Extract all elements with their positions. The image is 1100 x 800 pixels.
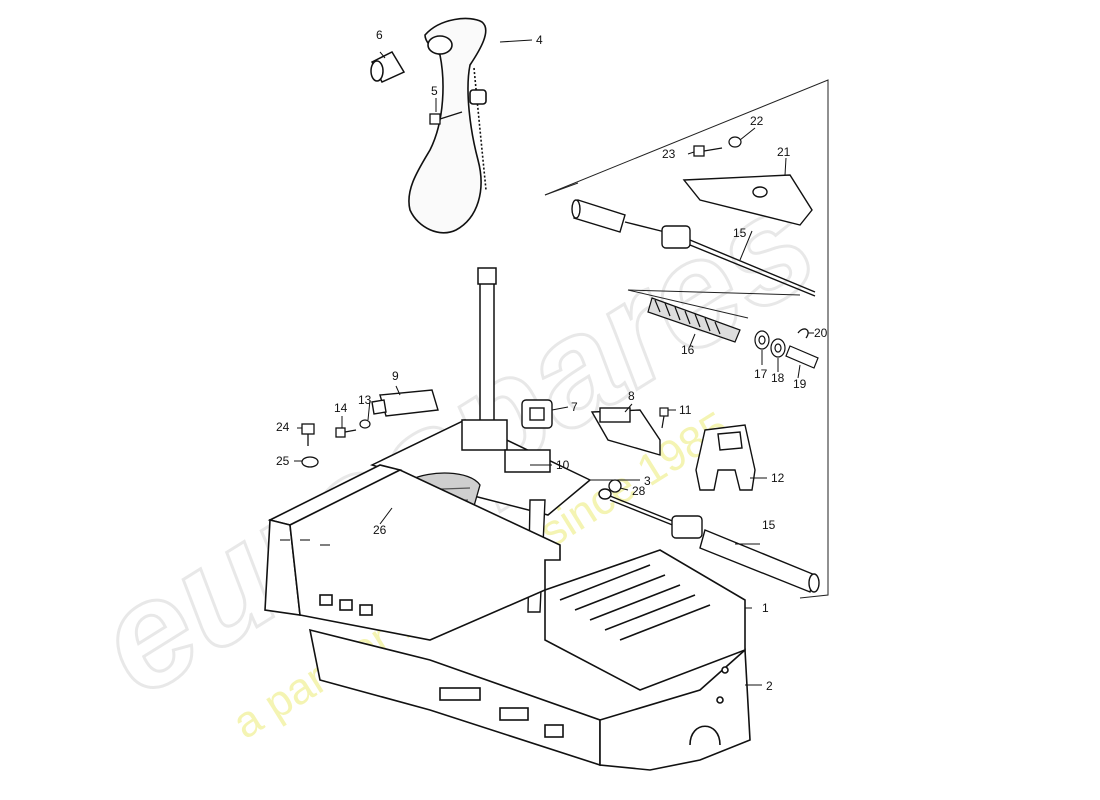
knob-cap: [370, 51, 406, 83]
bolt-24: [301, 423, 315, 446]
part-label-16: 16: [681, 343, 695, 357]
cable-bracket: [682, 174, 813, 226]
screw-23: [693, 145, 723, 157]
part-label-19: 19: [793, 377, 807, 391]
part-label-4: 4: [536, 33, 543, 47]
part-label-11: 11: [679, 403, 692, 417]
console-support: [308, 628, 751, 771]
shift-cable-lower: [598, 488, 820, 593]
bellows-spring: [647, 297, 741, 343]
part-label-20: 20: [814, 326, 828, 340]
clip-20: [797, 328, 809, 339]
part-label-17: 17: [754, 367, 768, 381]
washer-17: [754, 330, 770, 350]
part-label-22: 22: [750, 114, 764, 128]
part-label-12: 12: [771, 471, 785, 485]
part-label-21: 21: [777, 145, 791, 159]
washer-22: [728, 136, 742, 148]
nut-18: [770, 338, 786, 358]
part-label-1: 1: [762, 601, 769, 615]
washer-25: [301, 456, 319, 468]
leader-lines: [294, 39, 814, 686]
washer-28: [608, 479, 622, 493]
switch-8: [590, 407, 661, 456]
switch-7: [521, 399, 553, 429]
part-label-10: 10: [556, 458, 570, 472]
screw-11: [659, 407, 669, 429]
cover-plate-9: [371, 389, 439, 417]
part-label-8: 8: [628, 389, 635, 403]
center-console: [264, 464, 746, 691]
part-label-28: 28: [632, 484, 646, 498]
pin-19: [785, 345, 819, 369]
part-label-15a: 15: [733, 226, 747, 240]
part-label-7: 7: [571, 400, 578, 414]
shift-cable-upper: [571, 199, 816, 297]
gate-bracket-12: [695, 424, 756, 491]
shift-lever: [477, 267, 497, 434]
part-label-23: 23: [662, 147, 676, 161]
part-label-15b: 15: [762, 518, 776, 532]
part-label-3: 3: [644, 474, 651, 488]
washer-13: [359, 419, 371, 429]
part-label-2: 2: [766, 679, 773, 693]
part-label-26: 26: [373, 523, 387, 537]
part-label-6: 6: [376, 28, 383, 42]
part-label-18: 18: [771, 371, 785, 385]
part-label-14: 14: [334, 401, 348, 415]
screw-5: [429, 111, 463, 125]
part-label-25: 25: [276, 454, 290, 468]
part-label-24: 24: [276, 420, 290, 434]
part-label-13: 13: [358, 393, 372, 407]
assembly-frame: [544, 79, 829, 599]
gear-knob: [408, 17, 487, 234]
part-label-9: 9: [392, 369, 399, 383]
screw-14: [335, 427, 357, 438]
part-label-5: 5: [431, 84, 438, 98]
